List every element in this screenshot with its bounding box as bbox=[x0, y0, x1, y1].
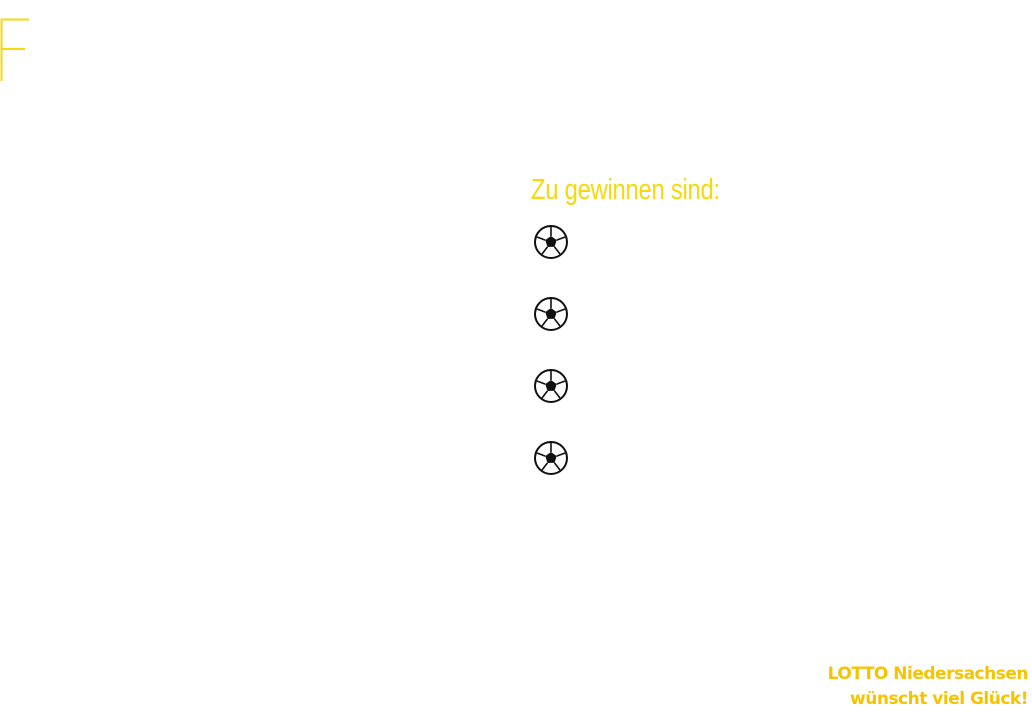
soccer-ball-icon bbox=[534, 441, 568, 475]
soccer-ball-icon bbox=[534, 225, 568, 259]
footer-slogan: LOTTO Niedersachsen wünscht viel Glück! bbox=[827, 662, 1029, 712]
decorative-letter-f bbox=[0, 18, 29, 81]
prize-list bbox=[533, 224, 583, 512]
prize-item bbox=[533, 296, 583, 368]
soccer-ball-icon bbox=[534, 297, 568, 331]
prizes-heading: Zu gewinnen sind: bbox=[531, 174, 720, 206]
prize-item bbox=[533, 224, 583, 296]
footer-line-brand: LOTTO Niedersachsen bbox=[827, 664, 1029, 684]
footer-line-wish: wünscht viel Glück! bbox=[850, 689, 1028, 709]
prize-item bbox=[533, 440, 583, 512]
soccer-ball-icon bbox=[534, 369, 568, 403]
prize-item bbox=[533, 368, 583, 440]
